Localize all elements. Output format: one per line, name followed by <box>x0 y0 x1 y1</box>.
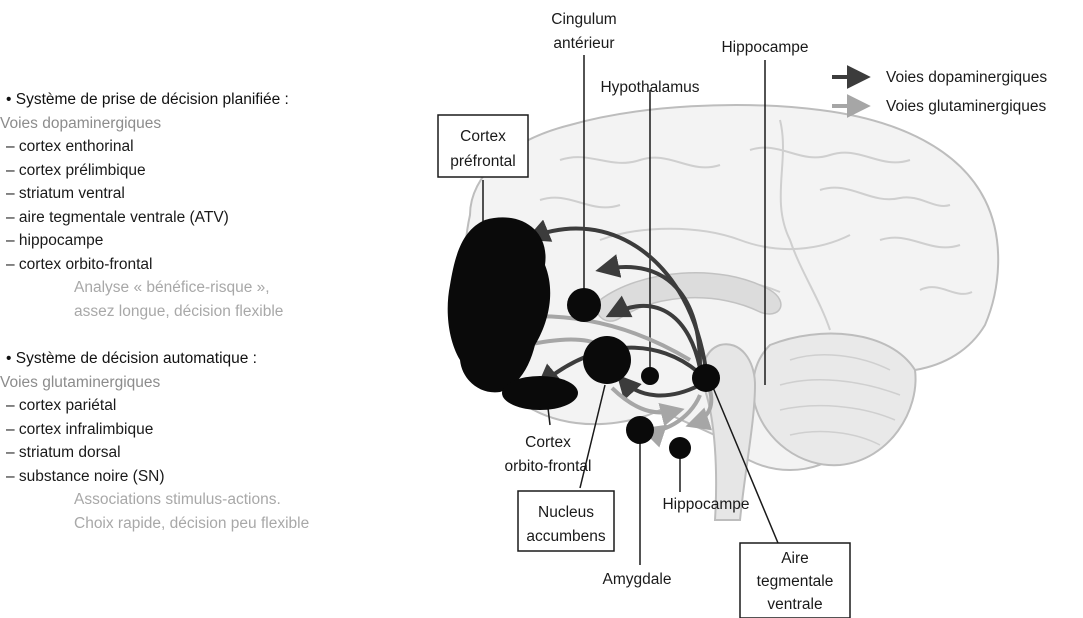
label-nucleus: Nucleus <box>538 504 594 521</box>
legend-glutaminergic-label: Voies glutaminergiques <box>886 98 1047 115</box>
label-nucleus: accumbens <box>526 528 606 545</box>
label-cingulum: Cingulum <box>551 11 616 28</box>
label-cortex-prefrontal: Cortex <box>460 128 506 145</box>
label-hypothalamus: Hypothalamus <box>600 79 699 96</box>
label-hippocampe-top: Hippocampe <box>721 39 808 56</box>
amygdala-region <box>626 416 654 444</box>
nucleus-accumbens-region <box>583 336 631 384</box>
atv-region <box>692 364 720 392</box>
label-hippocampe-bottom: Hippocampe <box>662 496 749 513</box>
label-atv: ventrale <box>767 596 822 613</box>
hypothalamus-region <box>641 367 659 385</box>
label-amygdale: Amygdale <box>603 571 672 588</box>
label-cortex-prefrontal: préfrontal <box>450 153 515 170</box>
cingulum-region <box>567 288 601 322</box>
legend: Voies dopaminergiques Voies glutaminergi… <box>832 69 1047 115</box>
orbitofrontal-cortex-region <box>502 376 578 410</box>
label-cingulum: antérieur <box>553 35 614 52</box>
legend-dopaminergic-label: Voies dopaminergiques <box>886 69 1047 86</box>
label-atv: Aire <box>781 550 809 567</box>
hippocampus-region <box>669 437 691 459</box>
label-atv: tegmentale <box>757 573 834 590</box>
label-cortex-orbito: Cortex <box>525 434 571 451</box>
label-cortex-orbito: orbito-frontal <box>504 458 591 475</box>
